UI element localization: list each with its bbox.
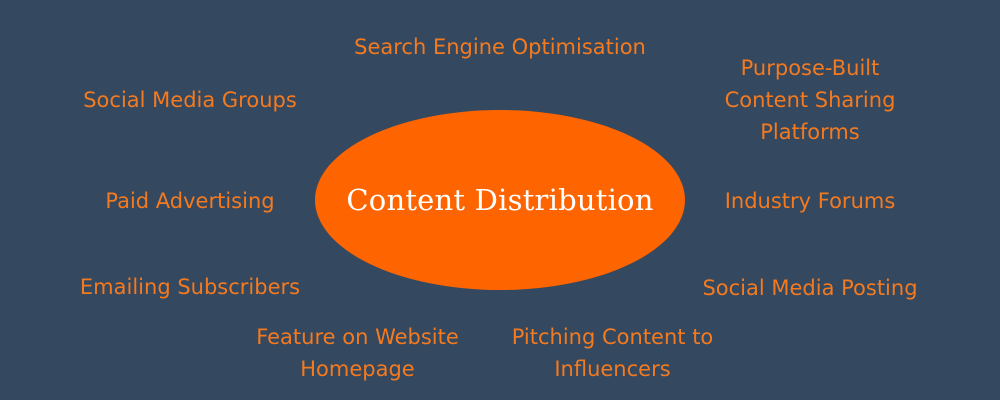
channel-purpose-built-platforms: Purpose-Built Content Sharing Platforms <box>724 56 896 144</box>
channel-social-media-posting: Social Media Posting <box>702 276 918 300</box>
channel-paid-advertising: Paid Advertising <box>105 189 275 213</box>
channel-feature-on-website-homepage: Feature on Website Homepage <box>256 325 459 381</box>
channel-pitching-content-to-influencers: Pitching Content to Influencers <box>511 325 714 381</box>
channel-search-engine-optimisation: Search Engine Optimisation <box>354 35 646 59</box>
channel-industry-forums: Industry Forums <box>724 189 896 213</box>
channel-social-media-groups: Social Media Groups <box>83 88 297 112</box>
center-node: Content Distribution <box>315 110 685 290</box>
channel-emailing-subscribers: Emailing Subscribers <box>79 275 301 299</box>
center-label: Content Distribution <box>346 183 654 217</box>
